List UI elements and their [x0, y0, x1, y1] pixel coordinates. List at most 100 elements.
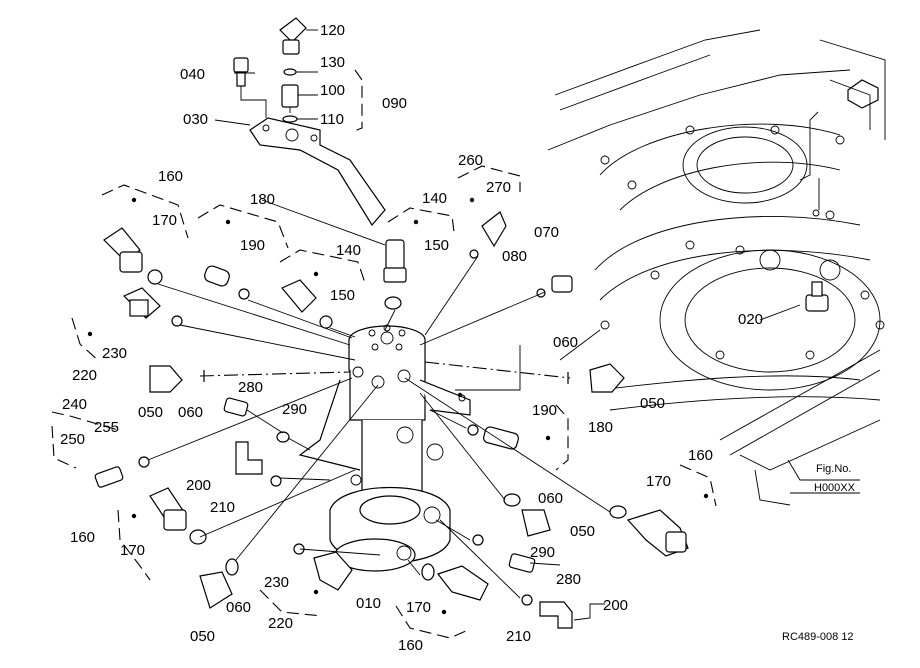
callout-290-left: 290	[282, 401, 307, 418]
callout-160-top-left: 160	[158, 168, 183, 185]
callout-030: 030	[183, 111, 208, 128]
callout-190-top: 190	[240, 237, 265, 254]
fitting-120	[279, 17, 307, 55]
oring-290-left	[276, 431, 290, 443]
callout-230-left: 230	[102, 345, 127, 362]
callout-150-top: 150	[424, 237, 449, 254]
oring-255	[138, 456, 150, 468]
callout-170-top-left: 170	[152, 212, 177, 229]
fig-no-label: Fig.No.	[816, 463, 851, 475]
callout-010: 010	[356, 595, 381, 612]
oring-150-left	[319, 315, 333, 329]
oring-060-bottom-left	[225, 558, 239, 576]
callout-labels: 120 130 040 100 090 030 110 260 270 160 …	[60, 22, 763, 654]
elbow-140-top	[383, 239, 407, 283]
check-valve-180-left	[204, 265, 230, 287]
callout-260: 260	[458, 152, 483, 169]
elbow-050-lower-mid	[521, 509, 551, 537]
callout-020: 020	[738, 311, 763, 328]
callout-200-left: 200	[186, 477, 211, 494]
fitting-020	[805, 281, 829, 312]
check-valve-180-right	[483, 426, 519, 450]
oring-170-right	[609, 505, 627, 519]
oring-170-upper-left	[147, 269, 163, 285]
callout-050-right: 050	[640, 395, 665, 412]
callout-170-right: 170	[646, 473, 671, 490]
elbow-050-left	[149, 365, 183, 393]
callout-180-right: 180	[588, 419, 613, 436]
bracket-030	[249, 117, 386, 227]
callout-270: 270	[486, 179, 511, 196]
adapter-100	[281, 84, 299, 108]
elbow-160-bottom	[437, 565, 489, 601]
elbow-160-lower-left	[149, 487, 187, 531]
callout-160-right: 160	[688, 447, 713, 464]
callout-190-right: 190	[532, 402, 557, 419]
callout-060-mid: 060	[538, 490, 563, 507]
callout-210-right: 210	[506, 628, 531, 645]
callout-220-bottom: 220	[268, 615, 293, 632]
callout-220-left: 220	[72, 367, 97, 384]
callout-250: 250	[60, 431, 85, 448]
callout-060-right-top: 060	[553, 334, 578, 351]
callout-170-bottom: 170	[406, 599, 431, 616]
callout-050-mid: 050	[570, 523, 595, 540]
oring-130	[283, 68, 297, 76]
callout-180-top: 180	[250, 191, 275, 208]
elbow-050-bottom-left	[199, 571, 233, 609]
elbow-200-left	[235, 441, 263, 475]
oring-190-left	[238, 288, 250, 300]
elbow-200-right	[539, 601, 573, 629]
group-brackets	[51, 69, 717, 639]
fig-no-value: H000XX	[814, 482, 856, 494]
tee-220-left	[122, 287, 161, 319]
callout-290-right: 290	[530, 544, 555, 561]
elbow-160-right	[626, 509, 689, 557]
callout-120: 120	[320, 22, 345, 39]
callout-130: 130	[320, 54, 345, 71]
callout-160-left: 160	[70, 529, 95, 546]
bolt-040	[233, 57, 249, 87]
connector-070	[551, 275, 573, 293]
callout-140-top: 140	[422, 190, 447, 207]
elbow-270	[481, 211, 507, 248]
callout-060-left: 060	[178, 404, 203, 421]
callout-040: 040	[180, 66, 205, 83]
fitting-250	[94, 466, 124, 488]
callout-110: 110	[320, 111, 344, 128]
callout-050-bottom: 050	[190, 628, 215, 645]
frame-bolt-holes	[600, 125, 885, 360]
oring-210-right	[521, 594, 533, 606]
oring-060-lower-mid	[503, 493, 521, 507]
leader-lines	[147, 29, 860, 621]
callout-280-left: 280	[238, 379, 263, 396]
callout-090: 090	[382, 95, 407, 112]
callout-200-right: 200	[603, 597, 628, 614]
callout-170-left: 170	[120, 542, 145, 559]
tee-220-bottom	[313, 551, 353, 591]
callout-280-right: 280	[556, 571, 581, 588]
oring-260	[469, 249, 479, 259]
oring-190-right	[467, 424, 479, 436]
group-dots	[87, 197, 709, 615]
figure-ref-code: RC489-008 12	[782, 631, 854, 643]
callout-140-mid: 140	[336, 242, 361, 259]
callout-255: 255	[94, 419, 119, 436]
callout-070: 070	[534, 224, 559, 241]
callout-060-bottom: 060	[226, 599, 251, 616]
elbow-140-left	[281, 279, 317, 313]
oring-230-left	[171, 315, 183, 327]
callout-240: 240	[62, 396, 87, 413]
callout-100: 100	[320, 82, 345, 99]
oring-150-top	[384, 296, 402, 310]
callout-160-bottom: 160	[398, 637, 423, 654]
oring-170-bottom	[421, 563, 435, 581]
elbow-050-right	[589, 363, 625, 393]
callout-150-mid: 150	[330, 287, 355, 304]
callout-080: 080	[502, 248, 527, 265]
oring-170-lower-left	[189, 529, 207, 545]
swivel-joint-body	[298, 324, 471, 572]
oring-210-left	[270, 475, 282, 487]
frame-housing	[547, 29, 886, 506]
oring-290-right	[472, 534, 484, 546]
